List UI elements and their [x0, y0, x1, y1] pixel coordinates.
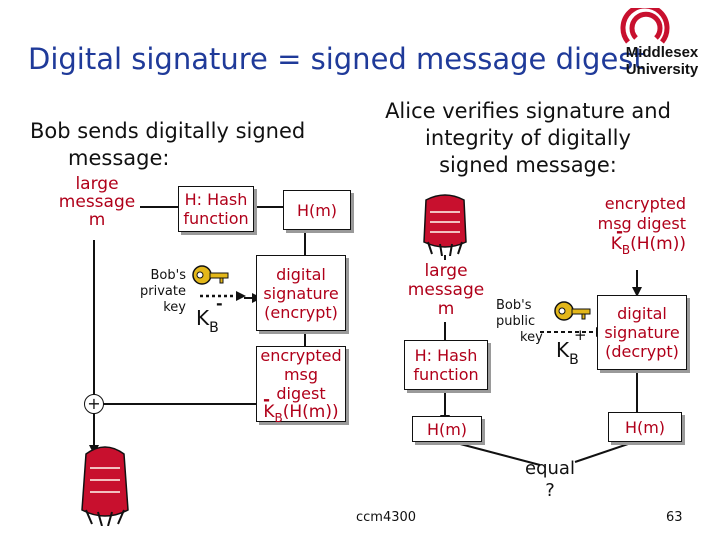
left-enc-line-2: msg digest [276, 364, 326, 403]
right-k-sup: + [574, 326, 587, 344]
left-hm-box: H(m) [283, 190, 351, 230]
left-message-line-3: m [88, 210, 106, 230]
right-heading: Alice verifies signature and integrity o… [378, 98, 678, 179]
public-key-symbol: KB + [556, 326, 587, 368]
right-enc-sub: B [621, 243, 631, 257]
right-k-sub: B [569, 352, 579, 368]
right-message-line-2: message [407, 280, 485, 300]
right-hm-right-box: H(m) [608, 412, 682, 442]
footer-page-number: 63 [666, 510, 683, 525]
left-enc-line-1: encrypted [260, 345, 342, 365]
right-enc-line-2: msg digest [597, 214, 686, 233]
right-encrypted-digest-label: encrypted msg digest KB(H(m))- [586, 194, 686, 257]
right-key-line-2: public [496, 314, 536, 329]
left-message-line-1: large [75, 174, 119, 194]
university-logo-text: Middlesex University [612, 44, 712, 78]
plus-combine-icon: + [84, 394, 104, 414]
left-sig-line-1: digital [276, 264, 326, 284]
left-k-sup: - [216, 294, 223, 313]
logo-line-1: Middlesex [625, 44, 699, 61]
left-k-sub: B [209, 320, 219, 336]
right-enc-k: K [610, 234, 622, 254]
private-key-icon [192, 265, 229, 285]
left-key-line-1: Bob's [150, 268, 186, 283]
right-hash-line-2: function [413, 365, 479, 384]
left-hm-label: H(m) [296, 200, 338, 220]
line-hm-right-to-equal [574, 439, 641, 463]
right-signature-decrypt-box: digital signature (decrypt) [597, 295, 687, 370]
right-message-label: large message m [400, 262, 492, 319]
left-heading-line-1: Bob sends digitally signed [30, 119, 306, 143]
right-sig-line-3: (decrypt) [605, 342, 679, 361]
left-enc-sub: B [274, 410, 283, 425]
public-key-icon [554, 301, 591, 321]
equal-line-2: ? [545, 480, 555, 501]
right-message-line-3: m [437, 299, 455, 319]
left-message-line-2: message [58, 192, 136, 212]
right-hm-left-box: H(m) [412, 416, 482, 442]
right-hm-right-label: H(m) [624, 417, 666, 437]
left-enc-k: K [263, 401, 275, 422]
left-signature-encrypt-box: digital signature (encrypt) [256, 255, 346, 331]
left-k-symbol: K [196, 306, 210, 330]
logo-line-2: University [625, 61, 699, 78]
left-key-line-3: key [163, 300, 186, 315]
right-heading-line-2: integrity of digitally [425, 126, 631, 150]
equal-line-1: equal [525, 458, 575, 479]
right-key-label: Bob's public key [496, 298, 550, 346]
right-sig-line-1: digital [617, 304, 667, 323]
left-encrypted-digest-box: encrypted msg digest KB(H(m))- [256, 345, 346, 425]
page-title: Digital signature = signed message diges… [28, 42, 645, 76]
left-key-label: Bob's private key [116, 268, 186, 316]
signed-message-envelope-icon [81, 446, 129, 526]
left-hash-line-2: function [183, 209, 249, 228]
private-key-symbol: KB - [196, 294, 223, 336]
right-enc-rest: (H(m)) [630, 234, 686, 254]
plus-symbol: + [87, 394, 101, 413]
line-hm-left-to-equal [444, 439, 541, 466]
right-hm-left-label: H(m) [426, 419, 468, 439]
left-enc-sup: - [263, 389, 271, 410]
left-sig-line-2: signature [263, 283, 339, 303]
left-message-label: large message m [52, 175, 142, 229]
received-message-envelope-icon [423, 194, 467, 256]
right-key-line-3: key [520, 330, 543, 345]
left-heading-line-2: message: [68, 146, 170, 170]
right-k-symbol: K [556, 338, 570, 362]
right-heading-line-3: signed message: [439, 153, 617, 177]
right-message-line-1: large [424, 261, 468, 281]
right-key-line-1: Bob's [496, 298, 532, 313]
right-enc-line-1: encrypted [604, 194, 686, 213]
right-heading-line-1: Alice verifies signature and [385, 99, 671, 123]
footer-course: ccm4300 [356, 510, 417, 525]
left-sig-line-3: (encrypt) [264, 302, 338, 322]
left-heading: Bob sends digitally signed message: [30, 118, 330, 172]
right-enc-sup: - [616, 222, 624, 242]
equal-question-label: equal ? [510, 458, 590, 502]
left-enc-rest: (H(m)) [282, 401, 339, 422]
right-hash-function-box: H: Hash function [404, 340, 488, 390]
left-hash-line-1: H: Hash [184, 190, 248, 209]
left-key-line-2: private [140, 284, 186, 299]
university-logo-icon [620, 8, 670, 44]
right-sig-line-2: signature [604, 323, 680, 342]
left-hash-function-box: H: Hash function [178, 186, 254, 232]
right-hash-line-1: H: Hash [414, 346, 478, 365]
